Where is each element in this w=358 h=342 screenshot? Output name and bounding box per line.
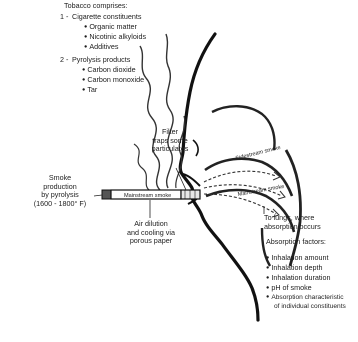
sidestream-label: Sidestream smoke bbox=[235, 145, 281, 162]
face-profile bbox=[180, 34, 258, 320]
filter-note-line: particulates bbox=[140, 145, 200, 154]
tobacco-title: Tobacco comprises: bbox=[64, 2, 128, 11]
smoke-wisp-2 bbox=[166, 34, 173, 188]
smoke-note-line: (1600 - 1800° F) bbox=[24, 200, 96, 209]
lungs-note-line: absorption occurs bbox=[264, 223, 321, 232]
group2-label: Pyrolysis products bbox=[72, 55, 130, 64]
air-dilution-note: Air dilution and cooling via porous pape… bbox=[118, 220, 184, 246]
nasal-cavity bbox=[212, 106, 275, 150]
absorption-item: Absorption characteristic bbox=[266, 294, 344, 303]
group2-number: 2 - bbox=[60, 56, 72, 65]
group2-heading: 2 -Pyrolysis products bbox=[60, 56, 130, 65]
mainstream-flow-upper bbox=[204, 171, 276, 182]
smoke-production-note: Smoke production by pyrolysis (1600 - 18… bbox=[24, 174, 96, 208]
cigarette-filter bbox=[181, 190, 200, 199]
group1-heading: 1 -Cigarette constituents bbox=[60, 13, 142, 22]
group1-item: Additives bbox=[84, 43, 119, 53]
lungs-note: To lungs, where absorption occurs bbox=[264, 214, 321, 231]
group1-label: Cigarette constituents bbox=[72, 12, 142, 21]
group2-item: Tar bbox=[82, 86, 97, 96]
filter-note: Filter traps some particulates bbox=[140, 128, 200, 154]
cigarette-lit-end bbox=[102, 190, 111, 199]
absorption-title: Absorption factors: bbox=[266, 238, 326, 247]
absorption-item: pH of smoke bbox=[266, 284, 312, 294]
throat-back bbox=[286, 150, 300, 266]
mainstream-mouth-label: Mainstream smoke bbox=[237, 184, 285, 198]
group1-number: 1 - bbox=[60, 13, 72, 22]
mainstream-cigarette-label: Mainstream smoke bbox=[124, 193, 171, 199]
air-note-line: porous paper bbox=[118, 237, 184, 246]
absorption-item-continuation: of individual constituents bbox=[274, 303, 346, 312]
